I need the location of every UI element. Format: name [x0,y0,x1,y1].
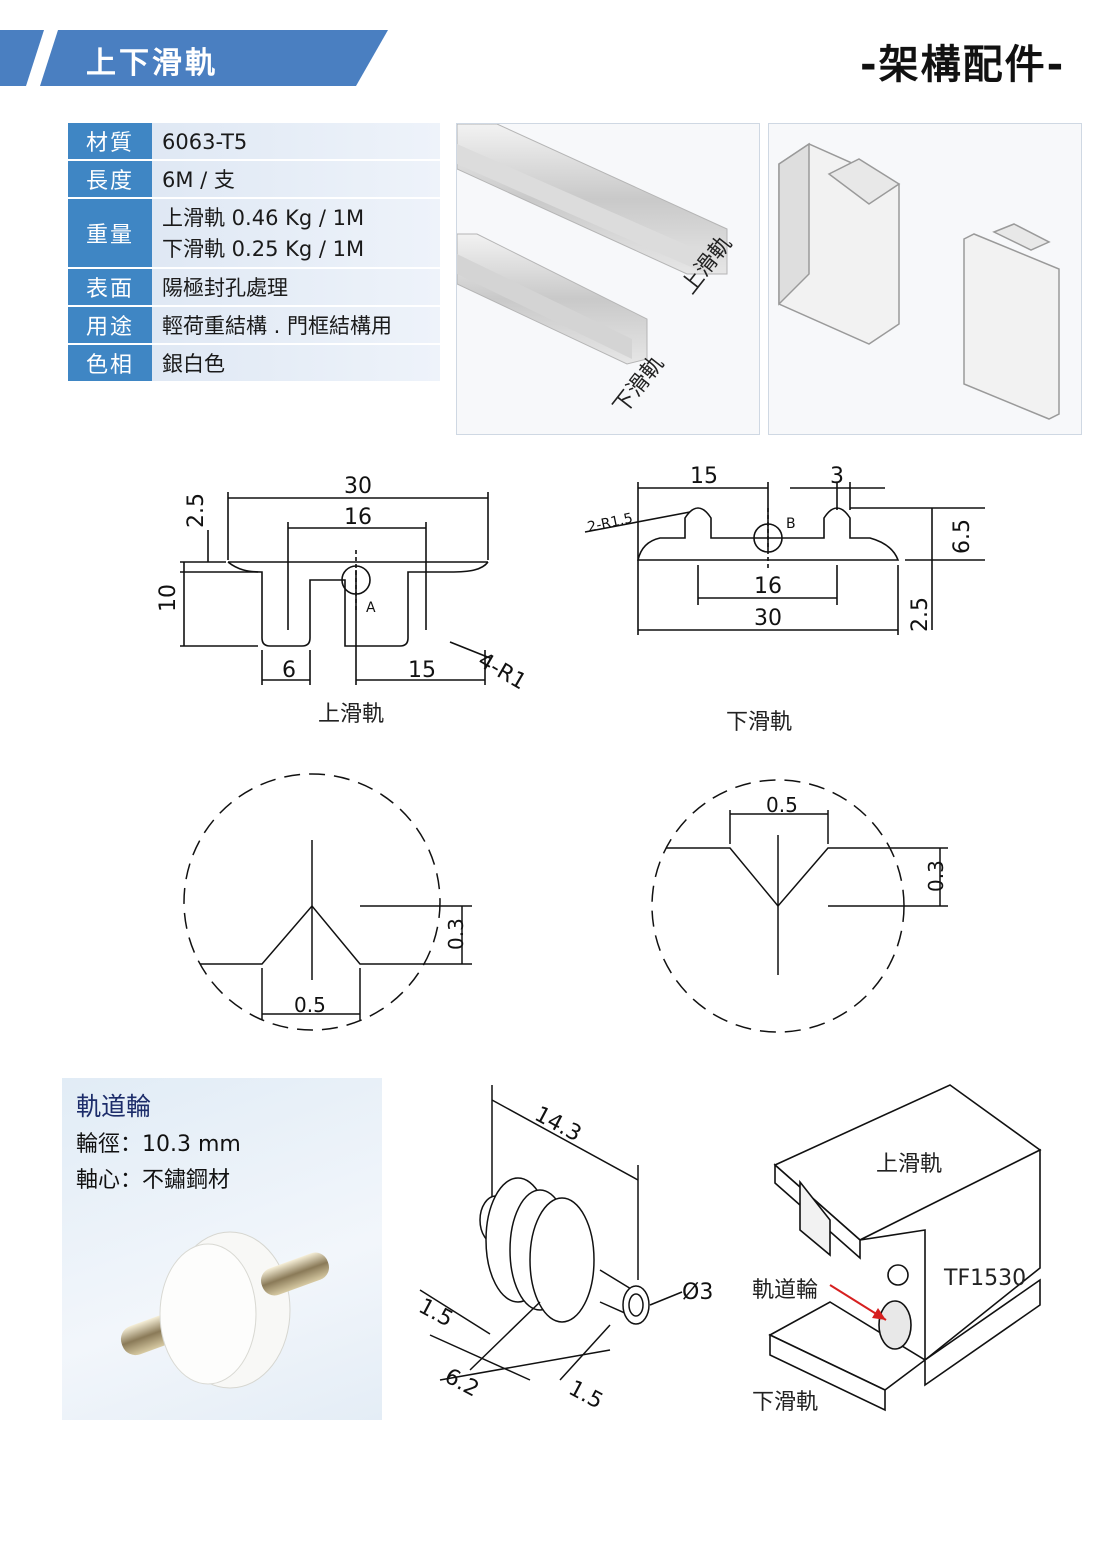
spec-label: 表面 [68,269,152,305]
assembly-model-label: TF1530 [944,1266,1027,1291]
profile-photo [778,142,1060,420]
wheel-axle: 軸心：不鏽鋼材 [76,1168,231,1193]
page-title: 上下滑軌 [86,46,218,81]
wheel-title: 軌道輪 [76,1092,152,1121]
category-title: -架構配件- [860,42,1066,88]
lower-dim-width: 30 [754,606,782,631]
lower-dim-slot: 3 [830,464,844,489]
upper-dim-inner: 16 [344,505,372,530]
lower-point-label: B [786,516,796,532]
detail-a-drawing [183,773,472,1031]
wheel-photo [120,1231,330,1389]
detail-a-width: 0.5 [294,993,326,1017]
lower-drawing-caption: 下滑軌 [726,710,793,735]
wheel-drawing [419,1085,683,1381]
spec-label: 重量 [68,199,152,267]
spec-row-length: 長度 6M / 支 [68,161,440,197]
rail-photo-panel [456,123,760,435]
assembly-wheel-label: 軌道輪 [752,1278,819,1303]
assembly-lower-label: 下滑軌 [752,1390,819,1415]
lower-dim-inner: 16 [754,574,782,599]
profile-photo-panel [768,123,1082,435]
spec-row-surface: 表面 陽極封孔處理 [68,269,440,305]
detail-b-width: 0.5 [766,793,798,817]
lower-dim-height: 6.5 [950,519,975,554]
spec-value: 輕荷重結構 . 門框結構用 [152,307,440,343]
wheel-dim-shaft: Ø3 [682,1280,714,1305]
spec-value: 6063-T5 [152,123,440,159]
spec-row-material: 材質 6063-T5 [68,123,440,159]
upper-dim-right: 15 [408,658,436,683]
spec-label: 長度 [68,161,152,197]
detail-b-depth: 0.3 [924,860,948,892]
spec-row-weight: 重量 上滑軌 0.46 Kg / 1M 下滑軌 0.25 Kg / 1M [68,199,440,267]
lower-dim-half: 15 [690,464,718,489]
wheel-diameter: 輪徑：10.3 mm [76,1132,241,1157]
upper-point-label: A [366,600,376,616]
spec-label: 材質 [68,123,152,159]
spec-table: 材質 6063-T5 長度 6M / 支 重量 上滑軌 0.46 Kg / 1M… [68,123,440,383]
upper-dim-top: 2.5 [184,493,209,528]
spec-label: 色相 [68,345,152,381]
spec-value: 陽極封孔處理 [152,269,440,305]
detail-b-drawing [651,779,948,1033]
rail-photo [457,124,728,365]
lower-rail-drawing [584,482,985,635]
header-banner [0,30,388,86]
spec-value: 銀白色 [152,345,440,381]
spec-value: 6M / 支 [152,161,440,197]
upper-drawing-caption: 上滑軌 [318,702,385,727]
assembly-upper-label: 上滑軌 [876,1152,943,1177]
spec-label: 用途 [68,307,152,343]
lower-dim-base: 2.5 [908,597,933,632]
assembly-drawing [768,1084,1042,1412]
spec-row-color: 色相 銀白色 [68,345,440,381]
spec-value: 上滑軌 0.46 Kg / 1M 下滑軌 0.25 Kg / 1M [152,199,440,267]
detail-a-depth: 0.3 [444,918,468,950]
upper-rail-drawing [180,492,491,685]
upper-dim-width: 30 [344,474,372,499]
upper-dim-height: 10 [156,584,181,612]
upper-dim-left-slot: 6 [282,658,296,683]
spec-row-usage: 用途 輕荷重結構 . 門框結構用 [68,307,440,343]
